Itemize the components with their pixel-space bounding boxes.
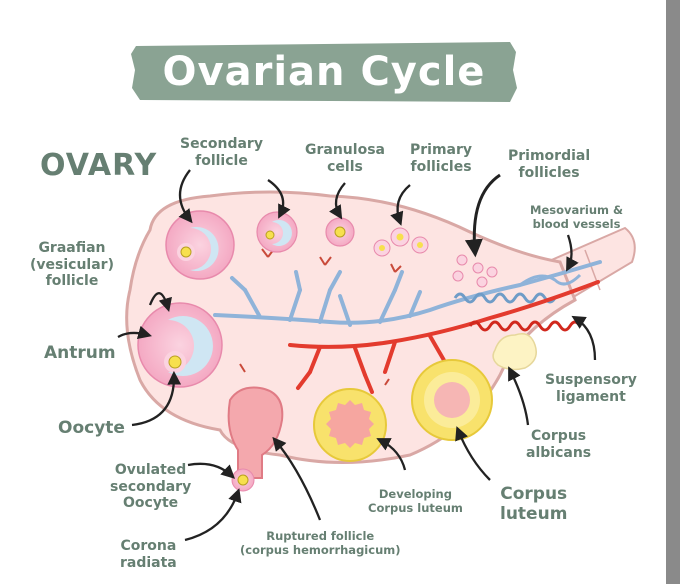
label-corona-radiata: Corona radiata bbox=[120, 538, 177, 571]
label-suspensory-line1: Suspensory bbox=[545, 372, 637, 388]
label-oocyte: Oocyte bbox=[58, 418, 125, 438]
label-primary-line2: follicles bbox=[410, 158, 472, 175]
label-secondary-follicle: Secondary follicle bbox=[180, 136, 263, 169]
label-primary-follicles: Primary follicles bbox=[410, 142, 472, 175]
label-developing-line2: Corpus luteum bbox=[368, 500, 463, 515]
secondary-follicle-small bbox=[256, 211, 298, 253]
label-graafian-line2: (vesicular) bbox=[30, 256, 114, 273]
label-ruptured-follicle: Ruptured follicle (corpus hemorrhagicum) bbox=[240, 529, 401, 557]
corpus-luteum bbox=[411, 359, 493, 441]
label-ruptured-line1: Ruptured follicle bbox=[266, 529, 375, 543]
label-corpus-luteum: Corpus luteum bbox=[500, 484, 567, 524]
label-graafian-line3: follicle bbox=[45, 273, 99, 290]
label-primordial-line2: follicles bbox=[518, 164, 580, 181]
label-corona-line2: radiata bbox=[120, 554, 177, 571]
label-secondary-follicle-line1: Secondary bbox=[180, 136, 263, 152]
label-granulosa-line2: cells bbox=[327, 158, 363, 175]
label-primary-line1: Primary bbox=[410, 142, 473, 158]
label-graafian-line1: Graafian bbox=[38, 240, 106, 256]
label-ovulated-line3: Oocyte bbox=[123, 495, 179, 512]
label-primordial-follicles: Primordial follicles bbox=[508, 148, 590, 181]
label-ovulated-oocyte: Ovulated secondary Oocyte bbox=[110, 462, 191, 512]
label-developing-corpus-luteum: Developing Corpus luteum bbox=[368, 487, 463, 515]
label-ovulated-line2: secondary bbox=[110, 478, 192, 495]
label-suspensory-ligament: Suspensory ligament bbox=[545, 372, 637, 405]
label-albicans-line2: albicans bbox=[526, 444, 592, 461]
label-graafian-follicle: Graafian (vesicular) follicle bbox=[30, 240, 114, 290]
viewer-scrollbar-edge[interactable] bbox=[666, 0, 680, 584]
label-ruptured-line2: (corpus hemorrhagicum) bbox=[240, 542, 401, 557]
graafian-follicle bbox=[137, 302, 223, 388]
label-granulosa-line1: Granulosa bbox=[305, 142, 385, 158]
title-banner bbox=[131, 42, 517, 102]
corpus-albicans bbox=[492, 333, 537, 371]
label-mesovarium: Mesovarium & blood vessels bbox=[530, 203, 624, 231]
ruptured-follicle bbox=[227, 386, 284, 492]
vein-network bbox=[213, 260, 602, 327]
granulosa-follicle bbox=[325, 217, 355, 247]
artery-network bbox=[288, 280, 600, 394]
diagram-title: Ovarian Cycle bbox=[162, 49, 486, 95]
label-developing-line1: Developing bbox=[378, 487, 452, 501]
pointer-arrows bbox=[117, 169, 597, 542]
label-suspensory-line2: ligament bbox=[556, 388, 626, 405]
label-luteum-line1: Corpus bbox=[500, 484, 568, 504]
label-luteum-line2: luteum bbox=[500, 504, 568, 525]
label-mesovarium-line2: blood vessels bbox=[532, 216, 621, 231]
label-corpus-albicans: Corpus albicans bbox=[526, 428, 591, 461]
label-ovulated-line1: Ovulated bbox=[114, 462, 187, 478]
secondary-follicle-in-ovary bbox=[165, 210, 235, 280]
primordial-follicles bbox=[452, 254, 498, 288]
label-secondary-follicle-line2: follicle bbox=[195, 152, 248, 169]
primary-follicles bbox=[373, 227, 429, 257]
label-corona-line1: Corona bbox=[120, 538, 177, 554]
label-albicans-line1: Corpus bbox=[531, 428, 587, 444]
label-primordial-line1: Primordial bbox=[508, 148, 591, 164]
developing-corpus-luteum bbox=[313, 388, 387, 462]
label-granulosa-cells: Granulosa cells bbox=[305, 142, 385, 175]
label-mesovarium-line1: Mesovarium & bbox=[530, 203, 624, 217]
ovary-label: OVARY bbox=[40, 148, 158, 183]
label-antrum: Antrum bbox=[44, 343, 116, 363]
